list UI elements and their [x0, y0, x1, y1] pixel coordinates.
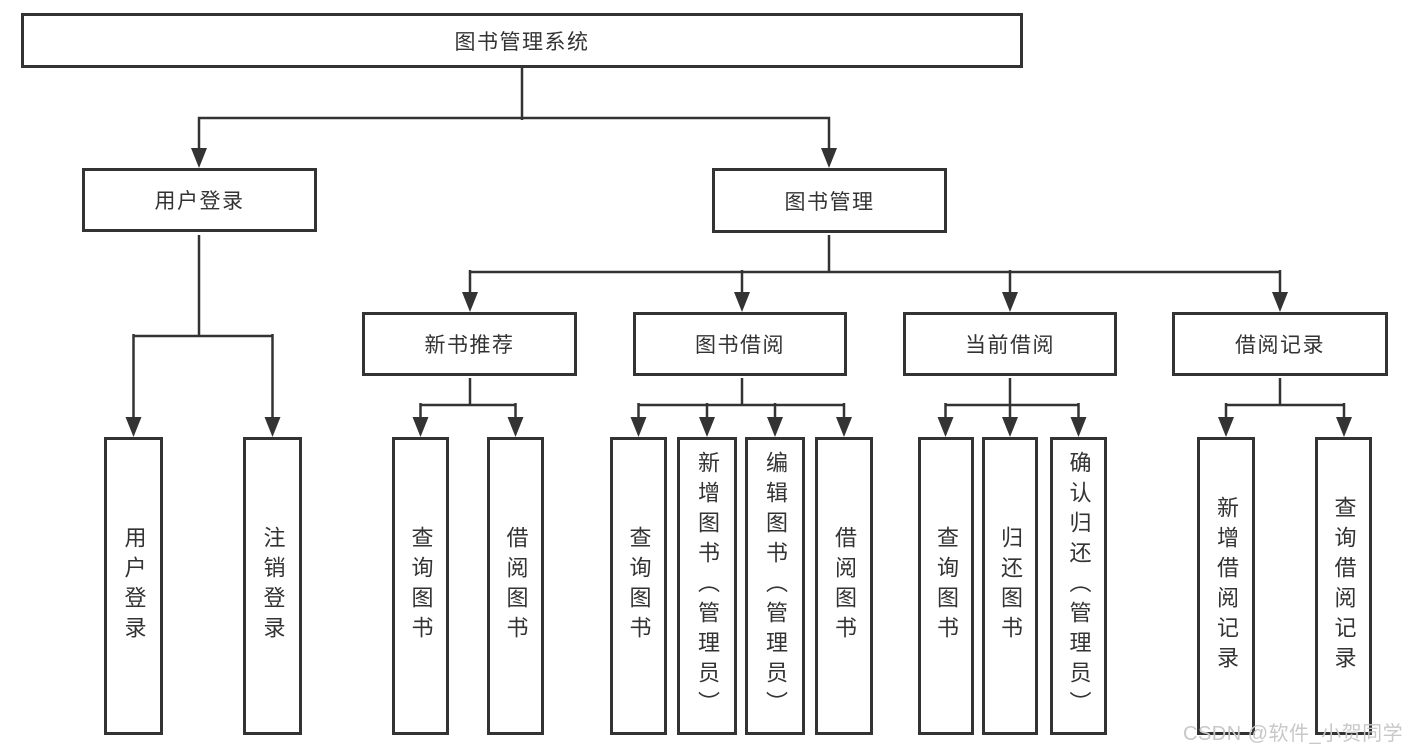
leaf-add-borrow-record: 新增借阅记录 [1197, 437, 1255, 735]
arrow-down-icon [937, 417, 954, 437]
arrow-down-icon [699, 417, 715, 437]
node-new-book-recommend: 新书推荐 [362, 312, 577, 376]
arrow-down-icon [1218, 417, 1234, 437]
leaf-label: 归还图书 [998, 526, 1023, 646]
arrow-down-icon [264, 417, 281, 437]
node-borrow-record: 借阅记录 [1172, 312, 1388, 376]
leaf-query-borrow-record: 查询借阅记录 [1315, 437, 1372, 735]
leaf-label: 查询图书 [626, 526, 652, 646]
arrow-down-icon [767, 417, 783, 437]
leaf-label: 新增图书（管理员） [695, 451, 720, 721]
leaf-logout: 注销登录 [243, 437, 302, 735]
leaf-query-books-borrow: 查询图书 [610, 437, 667, 735]
arrowheads-group [125, 148, 1352, 437]
node-user-login: 用户登录 [82, 168, 317, 232]
arrow-down-icon [734, 292, 750, 312]
leaf-add-book-admin: 新增图书（管理员） [677, 437, 737, 735]
arrow-down-icon [507, 417, 524, 437]
leaf-return-book: 归还图书 [982, 437, 1038, 735]
leaf-label: 借阅图书 [503, 526, 529, 646]
arrow-down-icon [125, 417, 142, 437]
arrow-down-icon [630, 417, 647, 437]
leaf-label: 编辑图书（管理员） [763, 451, 788, 721]
arrow-down-icon [412, 417, 429, 437]
leaf-user-login: 用户登录 [104, 437, 163, 735]
node-book-management: 图书管理 [712, 168, 947, 233]
leaf-label: 查询图书 [934, 526, 959, 646]
leaf-confirm-return-admin: 确认归还（管理员） [1050, 437, 1107, 735]
arrow-down-icon [1336, 417, 1352, 437]
leaf-label: 查询借阅记录 [1331, 496, 1357, 676]
connector-path-group [132, 68, 1346, 421]
arrow-down-icon [191, 148, 207, 168]
leaf-label: 用户登录 [121, 526, 147, 646]
arrow-down-icon [1070, 417, 1087, 437]
leaf-label: 注销登录 [260, 526, 286, 646]
connector-path [132, 68, 1346, 421]
node-root: 图书管理系统 [21, 13, 1023, 68]
arrow-down-icon [1272, 292, 1288, 312]
arrow-down-icon [1002, 292, 1018, 312]
node-book-borrow: 图书借阅 [633, 312, 847, 376]
watermark: CSDN @软件_小贺同学 [1183, 723, 1404, 745]
node-current-borrow: 当前借阅 [903, 312, 1117, 376]
leaf-label: 查询图书 [408, 526, 434, 646]
arrow-down-icon [821, 148, 837, 168]
arrow-down-icon [1002, 417, 1018, 437]
leaf-query-books-current: 查询图书 [918, 437, 974, 735]
leaf-label: 新增借阅记录 [1214, 496, 1239, 676]
leaf-label: 借阅图书 [832, 526, 857, 646]
leaf-edit-book-admin: 编辑图书（管理员） [745, 437, 805, 735]
arrow-down-icon [836, 417, 852, 437]
leaf-borrow-books-recommend: 借阅图书 [487, 437, 544, 735]
leaf-label: 确认归还（管理员） [1066, 451, 1092, 721]
leaf-borrow-books: 借阅图书 [815, 437, 873, 735]
leaf-query-books-recommend: 查询图书 [392, 437, 449, 735]
arrow-down-icon [462, 292, 478, 312]
